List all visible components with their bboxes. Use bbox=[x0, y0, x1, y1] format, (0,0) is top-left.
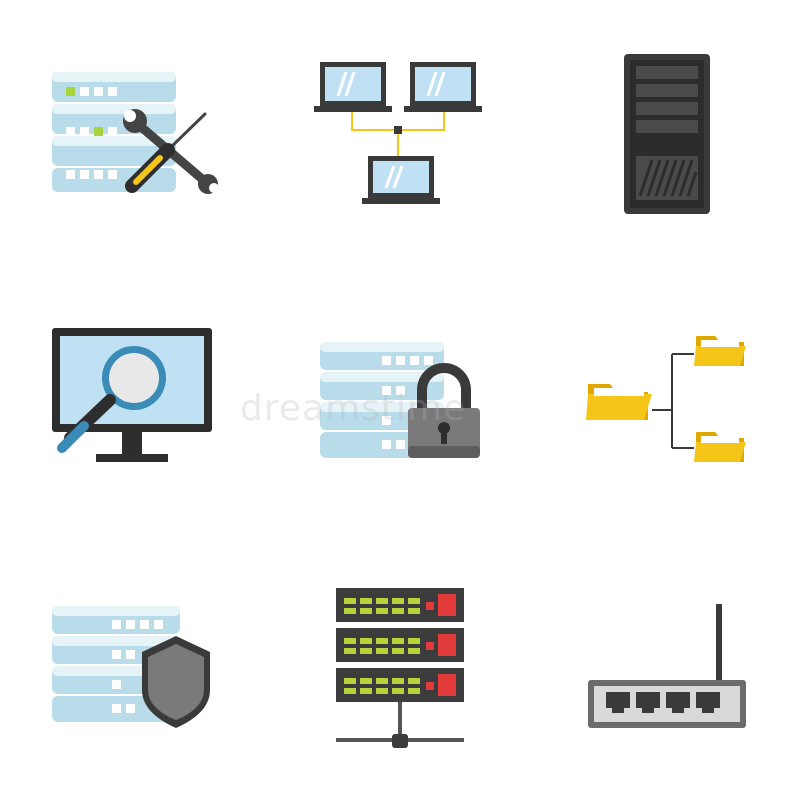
server-rack-network-icon bbox=[270, 540, 530, 800]
server-lock-icon bbox=[270, 270, 530, 530]
laptop-network-icon bbox=[270, 0, 530, 260]
server-repair-icon bbox=[0, 0, 260, 260]
router-icon bbox=[540, 540, 800, 800]
server-shield-icon bbox=[0, 540, 260, 800]
monitor-search-icon bbox=[0, 270, 260, 530]
folder-tree-icon bbox=[540, 270, 800, 530]
server-tower-icon bbox=[540, 0, 800, 260]
